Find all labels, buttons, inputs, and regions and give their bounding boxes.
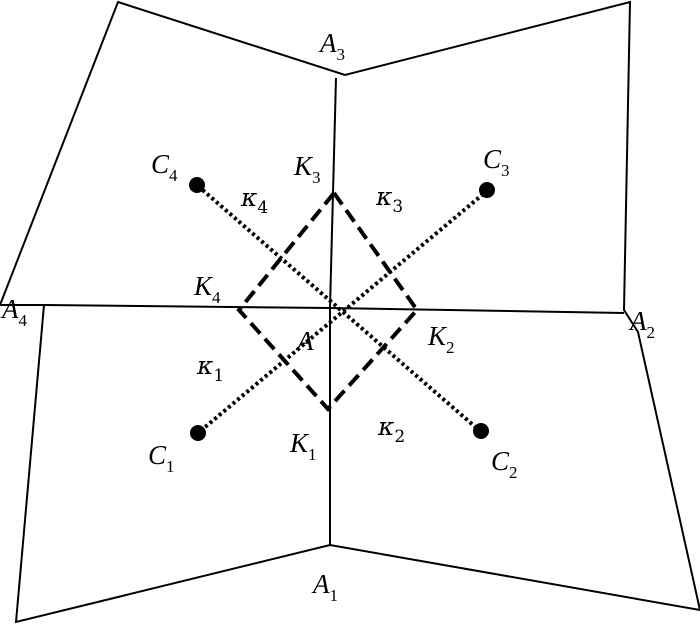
ray-c4-c2 — [196, 184, 482, 433]
label-a-center: A — [295, 326, 314, 356]
label-c2: C2 — [491, 446, 518, 482]
centroid-c3-dot — [479, 182, 495, 198]
label-c3: C3 — [483, 144, 510, 180]
label-k2: K2 — [427, 321, 455, 357]
label-a2: A2 — [628, 306, 655, 342]
centroid-c2-dot — [473, 423, 489, 439]
label-a1: A1 — [311, 569, 338, 605]
label-k4: K4 — [193, 271, 221, 307]
centroid-c4-dot — [189, 177, 205, 193]
label-kappa4: κ4 — [240, 183, 268, 218]
label-kappa2: κ2 — [377, 412, 405, 447]
label-c4: C4 — [151, 149, 178, 185]
label-kappa3: κ3 — [375, 182, 403, 217]
label-c1: C1 — [148, 440, 175, 476]
dual-control-volume — [236, 189, 420, 412]
label-k3: K3 — [293, 151, 321, 187]
label-a4: A4 — [0, 294, 28, 330]
label-a3: A3 — [318, 28, 345, 64]
edge-center-a4 — [43, 304, 331, 309]
label-k1: K1 — [289, 428, 317, 464]
edge-center-a2 — [329, 307, 625, 314]
centroid-c1-dot — [190, 425, 206, 441]
label-kappa1: κ1 — [196, 351, 224, 386]
